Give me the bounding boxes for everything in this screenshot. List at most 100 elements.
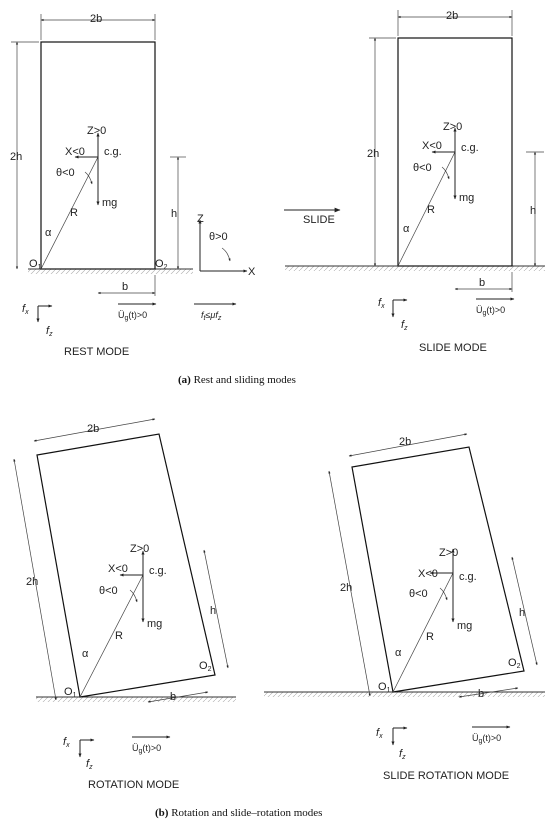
label-z-pos: Z>0 — [130, 543, 149, 555]
label-fx: fx — [63, 736, 70, 749]
label-theta-neg: θ<0 — [56, 167, 75, 179]
label-fx: fx — [378, 297, 385, 310]
radius-line — [392, 572, 454, 693]
dim-2b-line — [33, 418, 156, 442]
panel-title-rotation: ROTATION MODE — [88, 779, 179, 791]
label-2h: 2h — [26, 576, 38, 588]
label-2h: 2h — [367, 148, 379, 160]
dim-2h-line — [13, 458, 57, 701]
label-z-pos: Z>0 — [87, 125, 106, 137]
label-h: h — [519, 607, 525, 619]
label-x-neg: X<0 — [108, 563, 128, 575]
label-theta-neg: θ<0 — [413, 162, 432, 174]
dim-2h-line — [328, 470, 371, 697]
label-cg: c.g. — [104, 146, 122, 158]
label-mg: mg — [459, 192, 474, 204]
label-o2: O2 — [199, 660, 212, 673]
panel-rotation: 2b 2h h b R α Z>0 X<0 c.g. θ<0 mg O1 O2 … — [13, 418, 236, 791]
dim-2b-line — [348, 433, 468, 457]
theta-arc — [129, 589, 138, 603]
label-ground-accel: Üg(t)>0 — [118, 310, 147, 322]
label-o2: O2 — [508, 657, 521, 670]
label-ground-accel: Üg(t)>0 — [132, 743, 161, 755]
panel-title-slide: SLIDE MODE — [419, 342, 487, 354]
label-theta-neg: θ<0 — [409, 588, 428, 600]
label-x-neg: X<0 — [418, 568, 438, 580]
label-mg: mg — [147, 618, 162, 630]
label-h: h — [171, 208, 177, 220]
label-fz: fz — [399, 748, 406, 761]
caption-b: (b) Rotation and slide–rotation modes — [155, 807, 322, 819]
label-friction: ft≤μfz — [201, 310, 222, 322]
panel-title-slide-rotation: SLIDE ROTATION MODE — [383, 770, 509, 782]
radius-line — [79, 574, 144, 698]
label-b: b — [479, 277, 485, 289]
label-mg: mg — [102, 197, 117, 209]
label-fz: fz — [401, 319, 408, 332]
label-ground-accel: Üg(t)>0 — [472, 733, 501, 745]
panel-slide: 2b 2h h b R α Z>0 X<0 c.g. θ<0 mg SLIDE … — [284, 10, 545, 354]
ground-hatch — [36, 697, 236, 702]
label-cg: c.g. — [459, 571, 477, 583]
label-r: R — [426, 631, 434, 643]
label-fx: fx — [22, 303, 29, 316]
label-alpha: α — [403, 223, 410, 235]
block-body — [351, 446, 525, 693]
label-fz: fz — [46, 325, 53, 338]
theta-arc — [84, 171, 93, 185]
label-r: R — [427, 204, 435, 216]
label-alpha: α — [45, 227, 52, 239]
label-slide: SLIDE — [303, 214, 335, 226]
theta-arc — [439, 587, 448, 601]
block-body — [397, 37, 513, 267]
label-cg: c.g. — [461, 142, 479, 154]
label-r: R — [70, 207, 78, 219]
label-h: h — [530, 205, 536, 217]
label-mg: mg — [457, 620, 472, 632]
label-x-neg: X<0 — [422, 140, 442, 152]
label-x-neg: X<0 — [65, 146, 85, 158]
ground-hatch — [28, 269, 193, 274]
ground-hatch — [285, 266, 545, 271]
label-o2: O2 — [155, 258, 168, 271]
label-fx: fx — [376, 727, 383, 740]
label-theta-neg: θ<0 — [99, 585, 118, 597]
label-theta-pos: θ>0 — [209, 231, 228, 243]
panel-rest: 2b 2h h b R α Z>0 X<0 c.g. θ<0 mg O1 O2 … — [10, 13, 256, 358]
label-2b: 2b — [399, 436, 411, 448]
caption-a: (a) Rest and sliding modes — [178, 374, 296, 386]
label-2b: 2b — [90, 13, 102, 25]
dim-h-line — [511, 556, 538, 666]
theta-arc — [441, 166, 450, 180]
label-b: b — [478, 688, 484, 700]
label-b: b — [122, 281, 128, 293]
label-cg: c.g. — [149, 565, 167, 577]
dim-h-line — [203, 549, 229, 669]
label-alpha: α — [395, 647, 402, 659]
label-axis-x: X — [248, 266, 256, 278]
ground-hatch — [264, 692, 545, 697]
label-z-pos: Z>0 — [439, 547, 458, 559]
label-alpha: α — [82, 648, 89, 660]
panel-slide-rotation: 2b 2h h b R α Z>0 X<0 c.g. θ<0 mg O1 O2 … — [264, 433, 545, 782]
label-2h: 2h — [340, 582, 352, 594]
label-2b: 2b — [87, 423, 99, 435]
block-body — [40, 41, 156, 270]
label-b: b — [170, 691, 176, 703]
label-o1: O1 — [29, 258, 42, 271]
label-z-pos: Z>0 — [443, 121, 462, 133]
label-2h: 2h — [10, 151, 22, 163]
dim-b-line — [147, 691, 209, 703]
label-r: R — [115, 630, 123, 642]
dim-b-line — [458, 687, 519, 698]
global-theta-arc — [221, 247, 231, 262]
panel-title-rest: REST MODE — [64, 346, 129, 358]
label-fz: fz — [86, 758, 93, 771]
label-o1: O1 — [64, 686, 77, 699]
label-h: h — [210, 605, 216, 617]
label-axis-z: Z — [197, 213, 204, 225]
label-2b: 2b — [446, 10, 458, 22]
label-ground-accel: Üg(t)>0 — [476, 305, 505, 317]
label-o1: O1 — [378, 681, 391, 694]
